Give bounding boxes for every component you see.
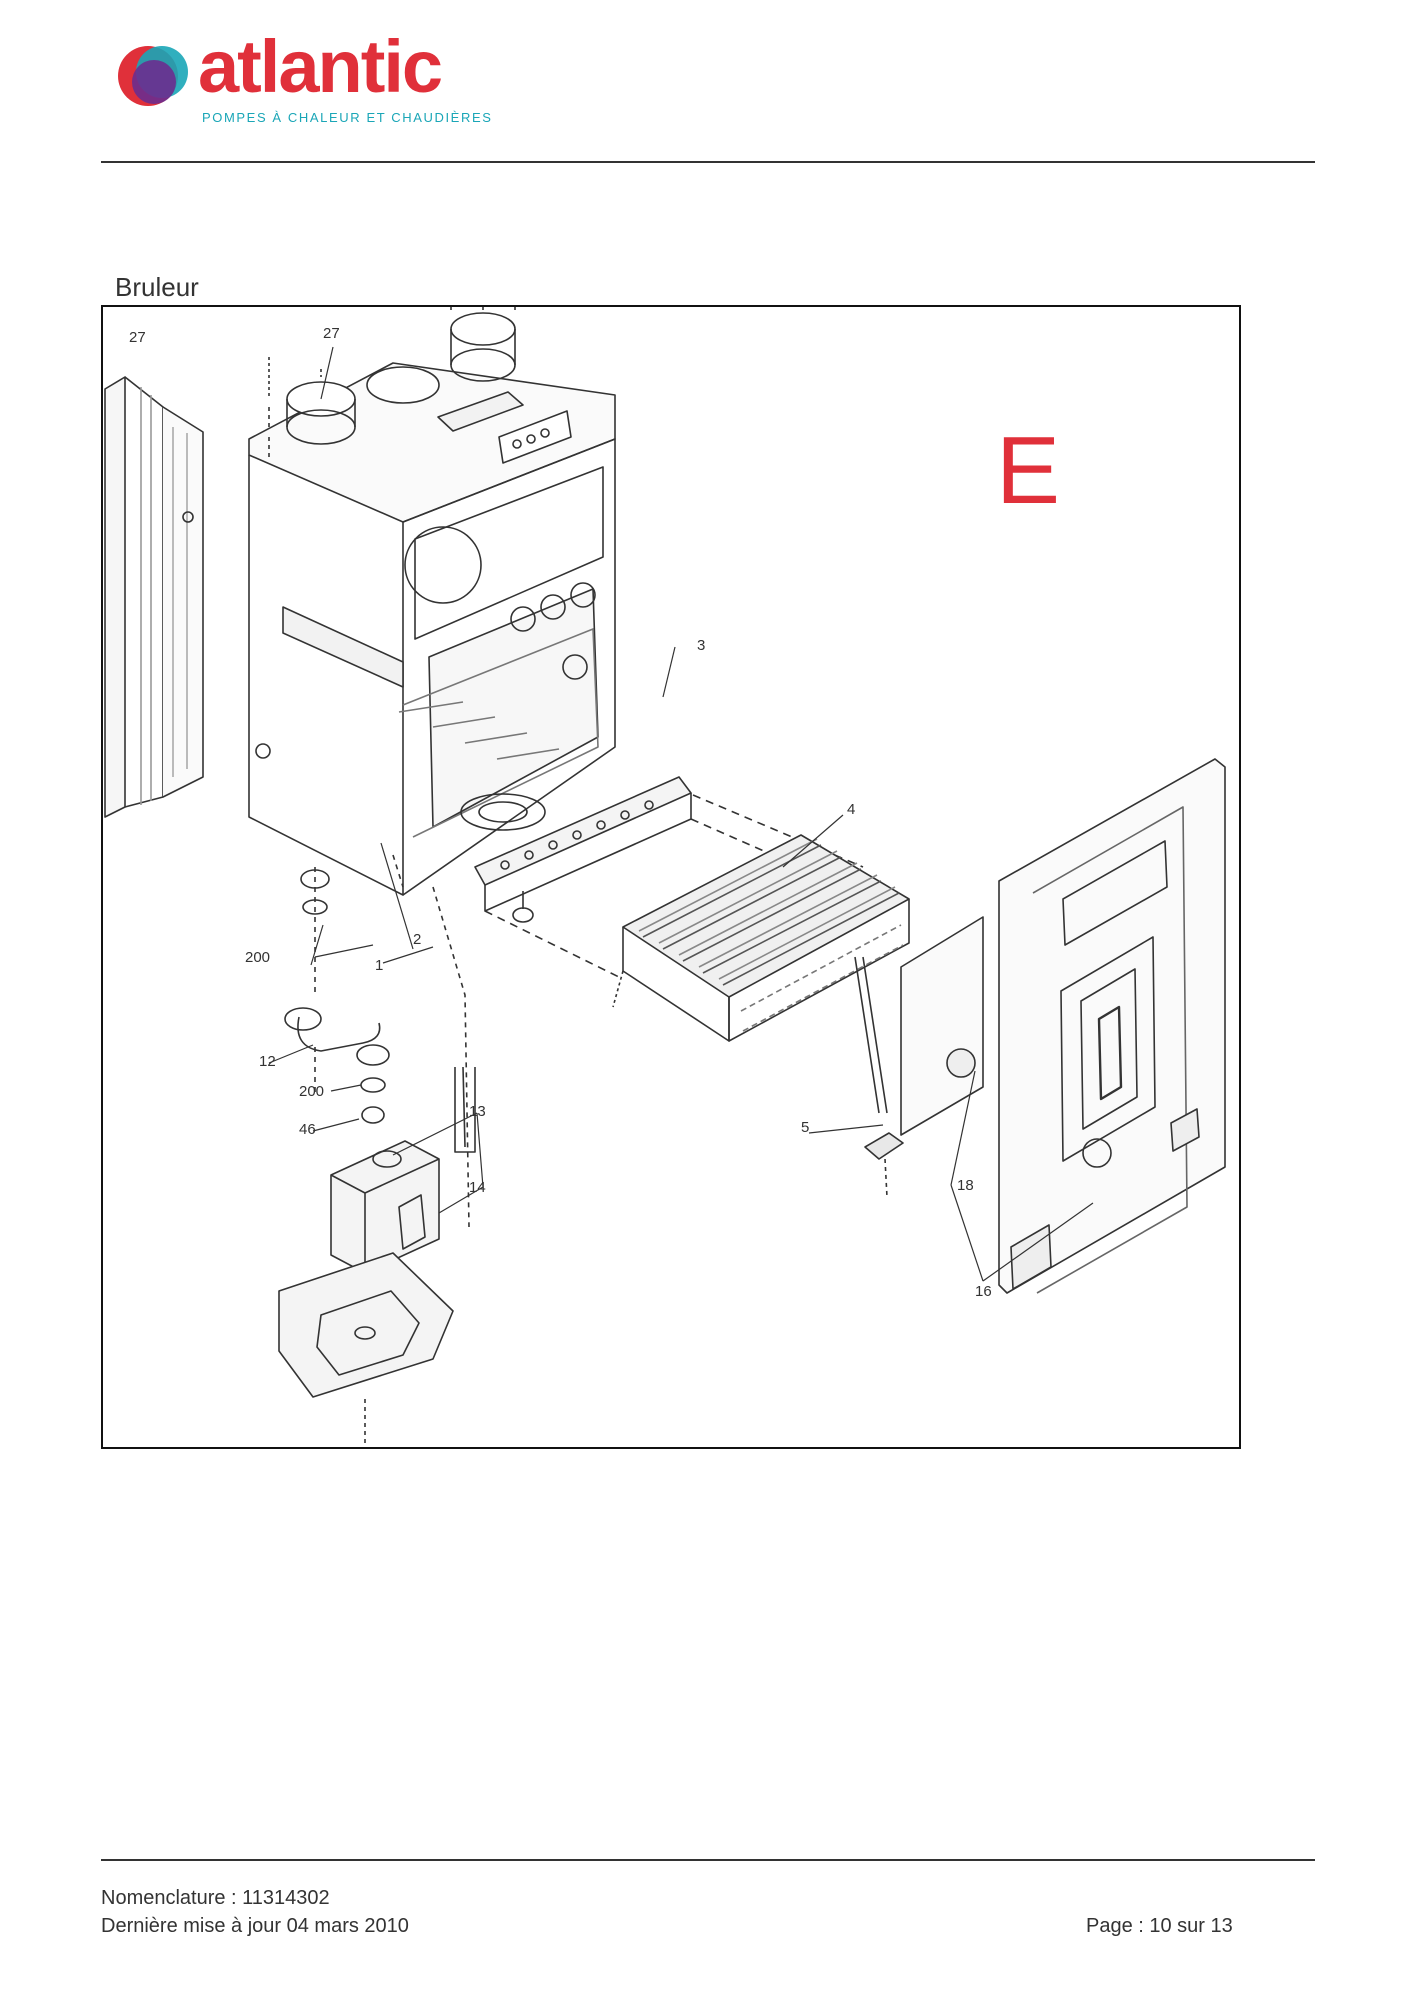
part-label: 4 bbox=[847, 801, 856, 818]
inspection-window-drawing bbox=[900, 916, 984, 1136]
part-label: 200 bbox=[245, 949, 271, 966]
burner-manifold-drawing bbox=[474, 776, 864, 980]
part-label: 2 bbox=[413, 931, 422, 948]
gas-valve-drawing bbox=[284, 854, 476, 1274]
footer-divider bbox=[101, 1859, 1315, 1861]
part-label: 27 bbox=[129, 329, 146, 346]
part-label: 14 bbox=[469, 1179, 486, 1196]
page-number: Page : 10 sur 13 bbox=[1086, 1915, 1233, 1937]
combustion-chamber-drawing bbox=[248, 362, 616, 896]
exploded-view-frame: E 27 27 3 4 200 2 1 12 200 46 13 14 5 18… bbox=[101, 305, 1241, 1449]
part-label: 1 bbox=[375, 957, 384, 974]
footer-nomenclature: Nomenclature : 11314302 bbox=[101, 1887, 330, 1909]
part-label: 13 bbox=[469, 1103, 486, 1120]
burner-exploded-drawing bbox=[104, 307, 1226, 1447]
section-title: Bruleur bbox=[115, 272, 199, 302]
part-label: 5 bbox=[801, 1119, 810, 1136]
valve-bracket-drawing bbox=[278, 1252, 454, 1447]
side-panel-drawing bbox=[104, 376, 204, 818]
part-label: 12 bbox=[259, 1053, 276, 1070]
brand-logo: atlantic POMPES À CHALEUR ET CHAUDIÈRES bbox=[110, 30, 493, 136]
flue-collars-drawing bbox=[268, 307, 572, 464]
section-letter: E bbox=[996, 417, 1061, 524]
part-label: 3 bbox=[697, 637, 706, 654]
front-cover-drawing bbox=[998, 758, 1226, 1294]
part-label: 27 bbox=[323, 325, 340, 342]
leader-lines bbox=[268, 346, 1094, 1282]
ignition-electrode-drawing bbox=[854, 956, 904, 1198]
part-label: 200 bbox=[299, 1083, 325, 1100]
logo-mark-icon bbox=[118, 46, 188, 106]
burner-bars-drawing bbox=[612, 834, 910, 1042]
brand-wordmark: atlantic bbox=[198, 25, 443, 108]
part-label: 16 bbox=[975, 1283, 992, 1300]
brand-tagline: POMPES À CHALEUR ET CHAUDIÈRES bbox=[202, 110, 493, 125]
footer-last-updated: Dernière mise à jour 04 mars 2010 bbox=[101, 1915, 409, 1937]
part-label: 18 bbox=[957, 1177, 974, 1194]
part-label: 46 bbox=[299, 1121, 316, 1138]
header-divider bbox=[101, 161, 1315, 163]
